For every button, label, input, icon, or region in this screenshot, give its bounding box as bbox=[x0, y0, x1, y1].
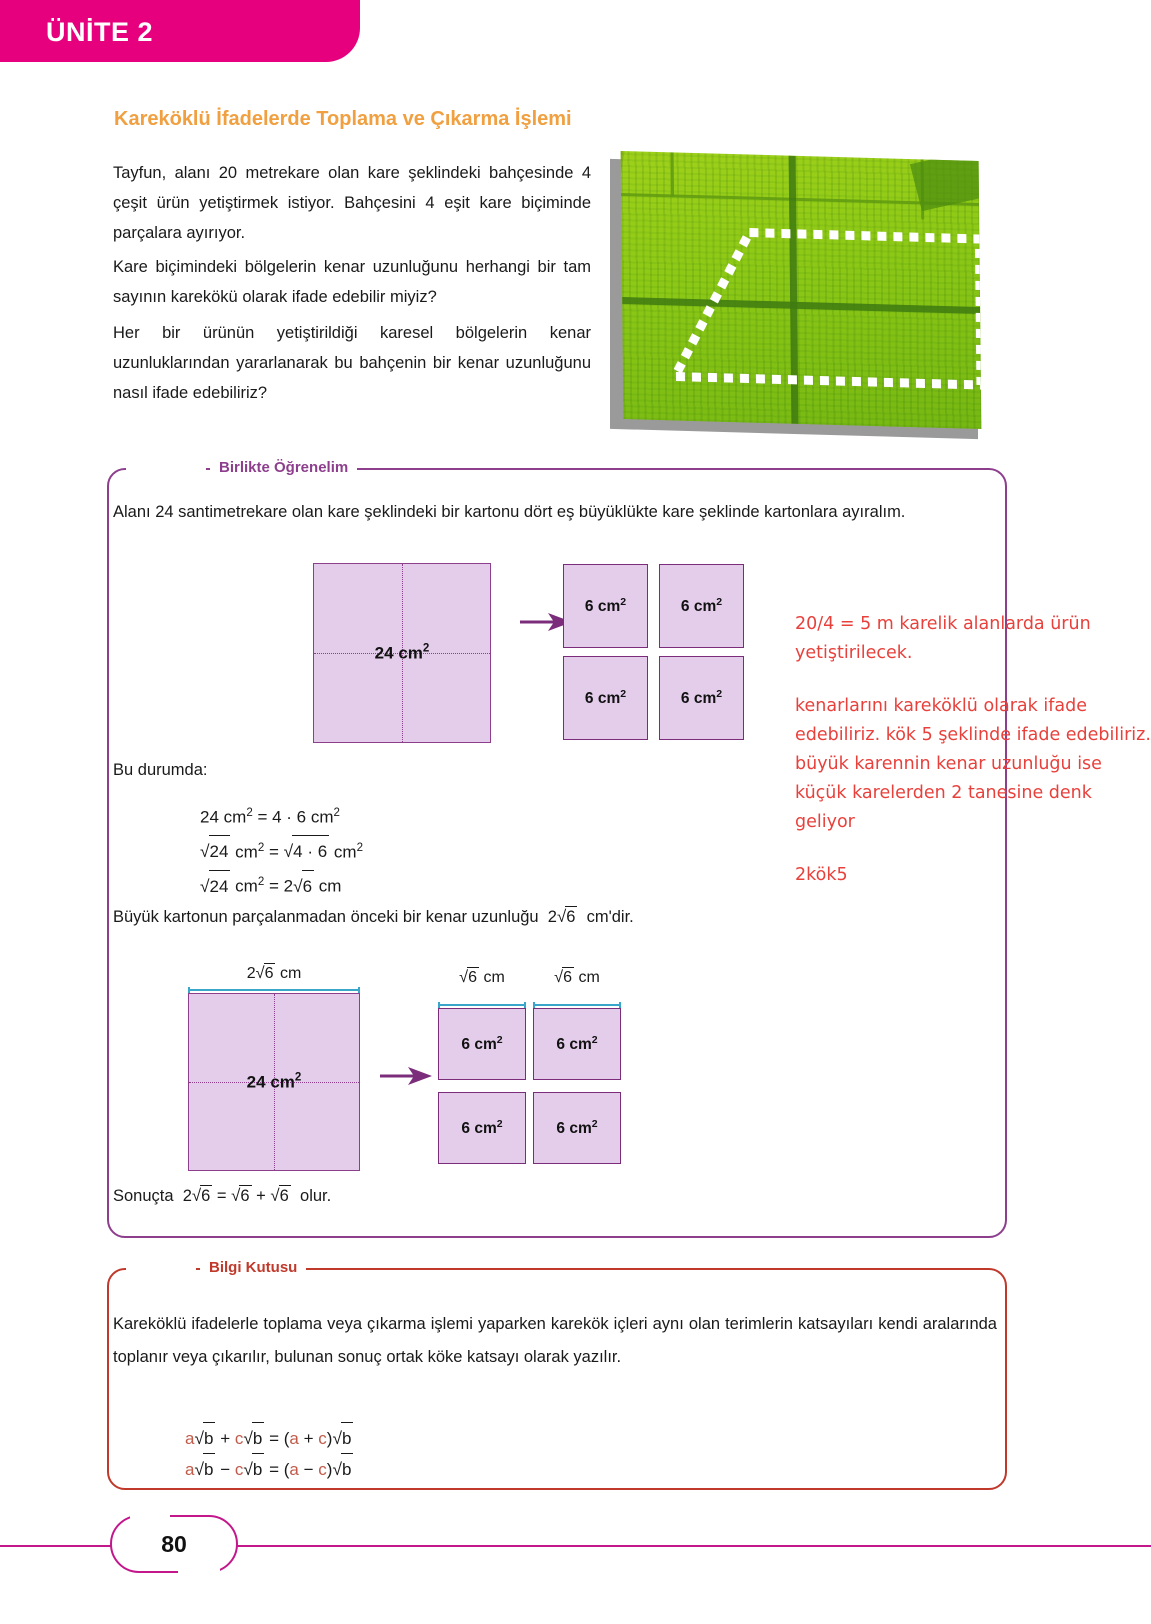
intro-paragraph-2: Kare biçimindeki bölgelerin kenar uzunlu… bbox=[113, 258, 591, 306]
small-square-label: 6 cm2 bbox=[680, 595, 723, 616]
small-square-label: 6 cm2 bbox=[584, 595, 627, 616]
measure-rule-small-1 bbox=[438, 1002, 526, 1011]
transform-arrow-icon bbox=[520, 613, 572, 631]
panel-label-gap bbox=[126, 466, 206, 471]
equation-line-3: √24 cm2 = 2√6 cm bbox=[200, 867, 363, 902]
equation-line-1: 24 cm2 = 4 · 6 cm2 bbox=[200, 807, 340, 827]
panel-label-gap bbox=[126, 1266, 196, 1271]
big-square-24-sides: 24 cm2 bbox=[188, 993, 360, 1171]
big-square-label: 24 cm2 bbox=[374, 642, 430, 663]
sonucta-sentence: Sonuçta 2√6 = √6 + √6 olur. bbox=[113, 1185, 332, 1205]
small-square-2: 6 cm2 bbox=[659, 564, 744, 648]
small-square-1: 6 cm2 bbox=[438, 1008, 526, 1080]
big-square-24: 24 cm2 bbox=[313, 563, 491, 743]
small-square-label: 6 cm2 bbox=[680, 687, 723, 708]
small-square-3: 6 cm2 bbox=[438, 1092, 526, 1164]
equation-line-2: √24 cm2 = √4 · 6 cm2 bbox=[200, 833, 363, 868]
small-square-label: 6 cm2 bbox=[584, 687, 627, 708]
page-badge bbox=[110, 1515, 238, 1573]
learn-intro-text: Alanı 24 santimetrekare olan kare şeklin… bbox=[113, 503, 906, 521]
bu-durumda-label: Bu durumda: bbox=[113, 761, 208, 779]
small-square-1: 6 cm2 bbox=[563, 564, 648, 648]
bilgi-kutusu-text: Kareköklü ifadelerle toplama veya çıkarm… bbox=[113, 1315, 997, 1366]
transform-arrow-icon bbox=[380, 1067, 432, 1085]
annotation-line-3: 2kök5 bbox=[795, 865, 848, 885]
page-number: 80 bbox=[161, 1531, 187, 1557]
measure-label-small-1: √6 cm bbox=[459, 967, 505, 986]
page-badge-mask bbox=[130, 1513, 170, 1519]
birlikte-ogrenelim-label: Birlikte Öğrenelim bbox=[210, 460, 358, 475]
small-square-3: 6 cm2 bbox=[563, 656, 648, 740]
intro-paragraph-3: Her bir ürünün yetiştirildiği karesel bö… bbox=[113, 324, 591, 402]
small-square-label: 6 cm2 bbox=[461, 1033, 503, 1054]
measure-label-small-2: √6 cm bbox=[554, 967, 600, 986]
sentence-prefix: Büyük kartonun parçalanmadan önceki bir … bbox=[113, 908, 539, 926]
intro-paragraph-1: Tayfun, alanı 20 metrekare olan kare şek… bbox=[113, 164, 591, 242]
formula-line-2: a√b − c√b = (a − c)√b bbox=[185, 1453, 354, 1484]
footer-rule bbox=[0, 1545, 1151, 1547]
annotation-line-1: 20/4 = 5 m karelik alanlarda ürün yetişt… bbox=[795, 614, 1091, 663]
measure-rule-big bbox=[188, 987, 360, 996]
square-divider-horizontal bbox=[314, 653, 490, 654]
formula-line-1: a√b + c√b = (a + c)√b bbox=[185, 1422, 354, 1453]
sentence-suffix: cm'dir. bbox=[586, 908, 634, 926]
sentence-suffix: olur. bbox=[300, 1187, 332, 1205]
small-square-label: 6 cm2 bbox=[461, 1117, 503, 1138]
measure-label-big: 2√6 cm bbox=[246, 963, 302, 982]
big-square-label: 24 cm2 bbox=[246, 1071, 302, 1092]
small-square-label: 6 cm2 bbox=[556, 1033, 598, 1054]
square-divider-horizontal bbox=[189, 1082, 359, 1083]
field-photo bbox=[600, 150, 990, 440]
photo-image bbox=[620, 150, 982, 430]
unit-label: ÜNİTE 2 bbox=[46, 17, 154, 47]
equation-block: 24 cm2 = 4 · 6 cm2 √24 cm2 = √4 · 6 cm2 … bbox=[200, 798, 363, 902]
buyuk-karton-sentence: Büyük kartonun parçalanmadan önceki bir … bbox=[113, 906, 634, 926]
page-title: Kareköklü İfadelerde Toplama ve Çıkarma … bbox=[114, 108, 572, 130]
small-square-4: 6 cm2 bbox=[533, 1092, 621, 1164]
red-annotation: 20/4 = 5 m karelik alanlarda ürün yetişt… bbox=[795, 610, 1151, 890]
small-square-2: 6 cm2 bbox=[533, 1008, 621, 1080]
measure-rule-small-2 bbox=[533, 1002, 621, 1011]
unit-banner bbox=[0, 0, 360, 62]
page-badge-mask bbox=[178, 1569, 220, 1575]
sentence-prefix: Sonuçta bbox=[113, 1187, 174, 1205]
bilgi-kutusu-label: Bilgi Kutusu bbox=[200, 1260, 307, 1275]
dotted-trapezoid-overlay bbox=[667, 227, 982, 390]
small-square-label: 6 cm2 bbox=[556, 1117, 598, 1138]
annotation-line-2: kenarlarını kareköklü olarak ifade edebi… bbox=[795, 696, 1151, 832]
formula-block: a√b + c√b = (a + c)√b a√b − c√b = (a − c… bbox=[185, 1422, 354, 1484]
small-square-4: 6 cm2 bbox=[659, 656, 744, 740]
